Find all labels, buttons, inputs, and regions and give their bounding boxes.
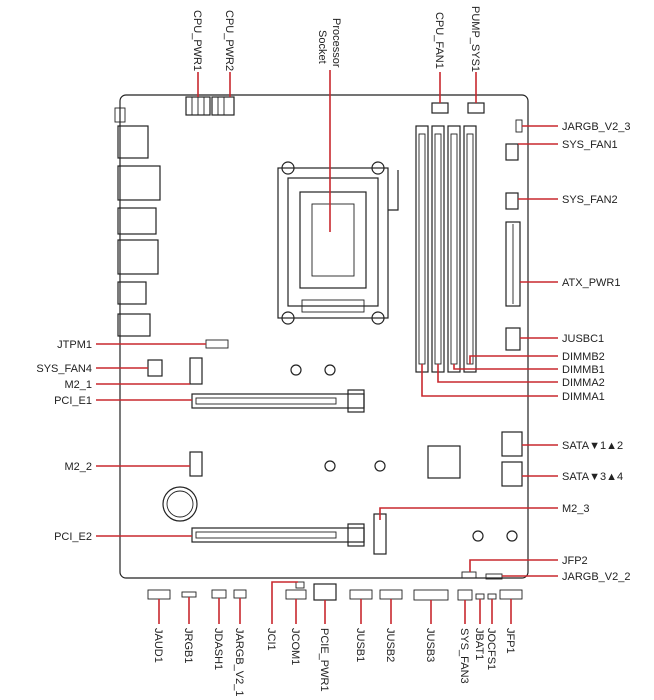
- cpu-power-connectors: [185, 96, 235, 116]
- label-jcom1: JCOM1: [289, 628, 301, 665]
- label-pci-e1: PCI_E1: [54, 395, 92, 407]
- label-sys-fan4: SYS_FAN4: [36, 363, 92, 375]
- pci-e1-slot: [191, 389, 365, 413]
- sys-fan2-header: [505, 192, 519, 210]
- label-dimmb1: DIMMB1: [562, 364, 605, 376]
- m2-2-slot: [189, 451, 203, 477]
- label-jusb1: JUSB1: [354, 628, 366, 662]
- mounting-holes: [290, 364, 518, 542]
- label-sys-fan2: SYS_FAN2: [562, 194, 618, 206]
- label-jargb-v2-3: JARGB_V2_3: [562, 121, 630, 133]
- label-processor-socket-1: Processor: [330, 18, 342, 68]
- cpu-fan1-header: [431, 102, 449, 114]
- sata12-connector: [501, 431, 523, 457]
- label-m2-1: M2_1: [64, 379, 92, 391]
- label-jfp2: JFP2: [562, 555, 588, 567]
- label-pci-e2: PCI_E2: [54, 531, 92, 543]
- jfp2-header: [461, 571, 477, 579]
- label-jusb2: JUSB2: [384, 628, 396, 662]
- label-cpu-pwr1: CPU_PWR1: [191, 10, 203, 71]
- jusbc1-connector: [505, 327, 521, 351]
- label-jrgb1: JRGB1: [182, 628, 194, 663]
- label-jocfs1: JOCFS1: [485, 628, 497, 670]
- label-jargb-v2-1: JARGB_V2_1: [233, 628, 245, 696]
- label-jfp1: JFP1: [504, 628, 516, 654]
- sata34-connector: [501, 461, 523, 487]
- label-pcie-pwr1: PCIE_PWR1: [318, 628, 330, 692]
- label-pump-sys1: PUMP_SYS1: [469, 6, 481, 72]
- leader-lines: [96, 70, 558, 624]
- label-sata34: SATA▼3▲4: [562, 471, 623, 483]
- label-jbat1: JBAT1: [473, 628, 485, 660]
- processor-socket: [277, 161, 399, 325]
- label-cpu-pwr2: CPU_PWR2: [223, 10, 235, 71]
- label-dimma2: DIMMA2: [562, 377, 605, 389]
- sys-fan1-header: [505, 143, 519, 161]
- label-sys-fan3: SYS_FAN3: [458, 628, 470, 684]
- label-jdash1: JDASH1: [212, 628, 224, 670]
- label-sys-fan1: SYS_FAN1: [562, 139, 618, 151]
- label-m2-2: M2_2: [64, 461, 92, 473]
- pump-sys1-header: [467, 102, 485, 114]
- label-jusb3: JUSB3: [424, 628, 436, 662]
- atx-pwr1-connector: [505, 221, 521, 307]
- label-cpu-fan1: CPU_FAN1: [433, 12, 445, 69]
- jtpm1-header: [205, 339, 229, 349]
- dimm-slots: [415, 125, 477, 373]
- label-jaud1: JAUD1: [152, 628, 164, 663]
- rear-io-panel: [114, 107, 161, 337]
- label-processor-socket-2: Socket: [316, 30, 328, 64]
- bottom-headers: [147, 581, 523, 601]
- label-dimmb2: DIMMB2: [562, 351, 605, 363]
- sys-fan4-header: [147, 359, 163, 377]
- chipset: [427, 445, 461, 479]
- label-sata12: SATA▼1▲2: [562, 440, 623, 452]
- pci-e2-slot: [191, 523, 365, 547]
- m2-1-slot: [189, 357, 203, 385]
- label-jargb-v2-2: JARGB_V2_2: [562, 571, 630, 583]
- label-m2-3: M2_3: [562, 503, 590, 515]
- label-jusbc1: JUSBC1: [562, 333, 604, 345]
- battery: [162, 486, 198, 522]
- label-dimma1: DIMMA1: [562, 391, 605, 403]
- jargb-v2-3-header: [515, 119, 523, 133]
- label-jtpm1: JTPM1: [57, 339, 92, 351]
- label-jci1: JCI1: [265, 628, 277, 651]
- label-atx-pwr1: ATX_PWR1: [562, 277, 620, 289]
